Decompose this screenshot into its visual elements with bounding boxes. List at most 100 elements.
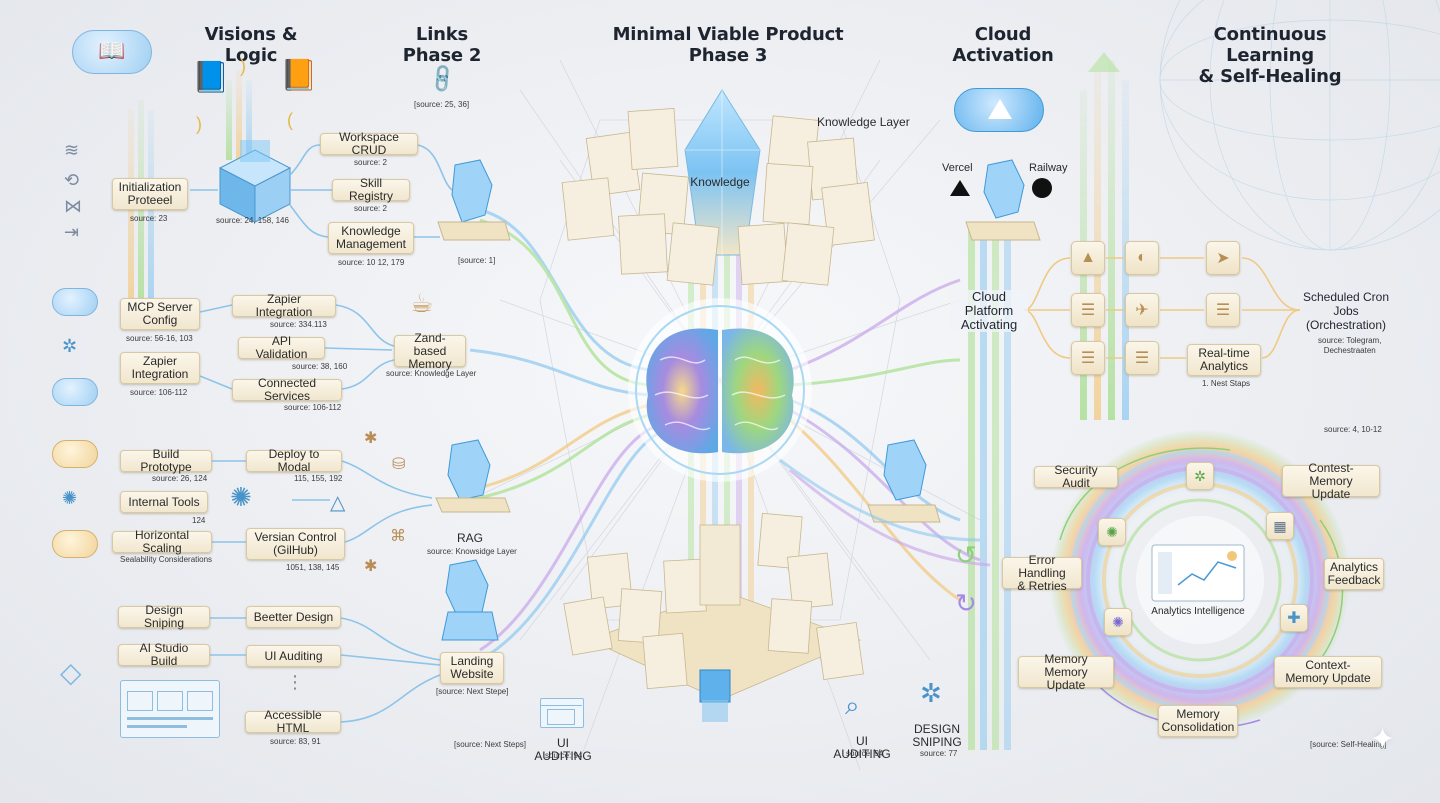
layout-icon [120,680,220,738]
connected-services-node[interactable]: Connected Services [232,377,342,403]
open-book-icon: 📘 [192,61,230,94]
blue-cube-icon [699,669,731,722]
list-icon[interactable]: ☰ [1206,293,1240,327]
open-book-icon: 📙 [280,59,318,92]
ui-auditing-source-2: source: 94 [846,749,884,758]
context-memory-update-node[interactable]: Context-Memory Update [1274,656,1382,688]
api-validation-node[interactable]: API Validation [238,335,325,361]
design-sniping-node[interactable]: Design Sniping [118,604,210,630]
loop-source: source: 4, 10-12 [1324,425,1382,434]
vercel-label: Vercel [942,162,973,174]
zapier-source: source: 334.113 [270,320,327,329]
scaling-source: Sealability Considerations [120,555,213,564]
cloud-icon [52,288,98,316]
design-sniping-source: source: 77 [920,749,958,758]
wave-lines [779,458,991,567]
deploy-modal-node[interactable]: Deploy to Modal [246,448,342,474]
contest-memory-update-node[interactable]: Contest-Memory Update [1282,461,1380,500]
zapier-integration-node[interactable]: Zapier Integration [232,293,336,319]
build-prototype-node[interactable]: Build Prototype [120,448,212,474]
refresh-icon: ⟲ [64,170,80,190]
version-control-node[interactable]: Versian Control(GilHub) [246,528,345,560]
mcp-source: source: 56-16, 103 [126,334,193,343]
chip-icon: ▦ [1266,512,1294,540]
railway-icon [1032,178,1052,198]
vercel-triangle-icon [950,180,970,196]
ui-auditing-node[interactable]: UI Auditing [246,645,341,667]
ui-auditing-label-2: UI AUDITING [833,734,891,761]
banana-icon: ) [240,56,246,76]
railway-icon[interactable]: ◐ [1125,241,1159,275]
knowledge-layer-label: Knowledge Layer [817,115,910,129]
memory-source: source: Knowledge Layer [386,369,477,378]
head-source: [source: 1] [458,256,496,265]
knowledge-source: source: 10 12, 179 [338,258,405,267]
magnifier-icon: ⌕ [845,690,860,720]
ui-auditing-label: UI AUDITING [534,736,592,763]
gear-icon: ✱ [364,558,378,575]
connector-lines [190,144,453,723]
banana-icon: ( [287,110,293,130]
cloud-icon [52,378,98,406]
sparkle-icon: ✦ [1370,723,1396,756]
wireframe-head-icon [435,159,1041,641]
workspace-crud-node[interactable]: Workspace CRUD [320,131,418,157]
layers-icon: ≋ [64,140,80,160]
ai-studio-build-node[interactable]: AI Studio Build [118,642,210,668]
list-icon[interactable]: ☰ [1071,341,1105,375]
skill-registry-node[interactable]: Skill Registry [332,177,410,203]
send-icon[interactable]: ✈ [1125,293,1159,327]
cloud-book-icon [72,30,152,74]
hook-icon: ↺ [955,540,977,570]
gear-icon: ✺ [1104,608,1132,636]
internal-source: 124 [192,516,206,525]
nodes-icon: △ [330,492,346,514]
list-icon[interactable]: ☰ [1125,341,1159,375]
triangle-icon[interactable]: ▲ [1071,241,1105,275]
cron-source: source: Tolegram,Dechestraaten [1318,336,1382,355]
hook-icon: ↻ [955,588,977,618]
accessible-html-node[interactable]: Accessible HTML [245,709,341,735]
plus-icon: ✚ [1280,604,1308,632]
accessible-source: source: 83, 91 [270,737,321,746]
header-continuous-learning: Continuous Learning& Self-Healing [1198,24,1342,87]
security-audit-node[interactable]: Security Audit [1034,464,1118,490]
horizontal-scaling-node[interactable]: Horizontal Scaling [112,529,212,555]
better-design-node[interactable]: Beetter Design [246,606,341,628]
list-icon[interactable]: ☰ [1071,293,1105,327]
network-icon: ✲ [1186,462,1214,490]
network-icon: ✲ [920,678,942,708]
layout-icon [540,698,584,728]
document-cards-bottom [563,512,864,701]
error-handling-node[interactable]: Error Handling& Retries [1002,553,1082,592]
sphere-wireframe [1159,0,1440,251]
api-source: source: 38, 160 [292,362,348,371]
crystal-icon [684,89,761,256]
rag-label: RAG [456,531,483,545]
gear-icon: ✺ [1098,518,1126,546]
telegram-icon[interactable]: ➤ [1206,241,1240,275]
coffee-cup-icon: ☕ [410,288,434,318]
skill-source: source: 2 [354,204,387,213]
nodes-icon: ⋈ [64,196,82,216]
document-cards-top [561,108,875,286]
connected-source: source: 106-112 [284,403,342,412]
header-visions-logic: Visions & Logic [204,24,298,66]
internal-tools-node[interactable]: Internal Tools [120,491,208,513]
code-icon: ⌘ [390,528,406,545]
brain-icon [628,298,812,482]
links-source: [source: 25, 36] [414,100,470,109]
